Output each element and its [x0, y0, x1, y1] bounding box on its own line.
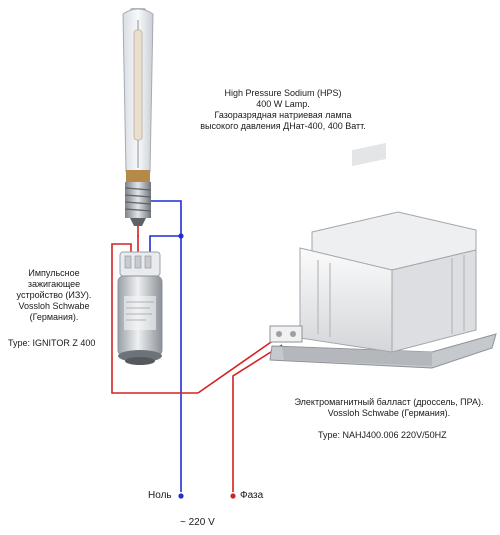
ballast-side	[391, 249, 477, 353]
lamp-description: High Pressure Sodium (HPS) 400 W Lamp. Г…	[178, 88, 388, 132]
ballast-line: Vossloh Schwabe (Германия).	[327, 408, 451, 418]
neutral-terminal-label: Ноль	[148, 490, 172, 501]
lamp-line: High Pressure Sodium (HPS)	[224, 88, 342, 98]
ballast-description: Электромагнитный балласт (дроссель, ПРА)…	[284, 397, 494, 419]
neutral-wire-lamp	[151, 200, 182, 236]
ballast-line: Электромагнитный балласт (дроссель, ПРА)…	[294, 397, 484, 407]
arc-tube	[133, 29, 143, 141]
phase-wire-to-ballast	[197, 339, 275, 394]
neutral-terminal-dot	[178, 493, 184, 499]
lamp-collar	[126, 170, 150, 182]
ignitor-line: (Германия).	[29, 312, 79, 322]
lamp-line: высокого давления ДНат-400, 400 Ватт.	[200, 121, 366, 131]
wires	[111, 200, 283, 492]
ignitor-line: зажигающее	[27, 279, 81, 289]
ballast-device	[269, 142, 497, 369]
lamp-line: Газоразрядная натриевая лампа	[214, 110, 352, 120]
ballast-type: Type: NAHJ400.006 220V/50HZ	[318, 430, 447, 440]
phase-terminal-label: Фаза	[240, 490, 264, 501]
ignitor-type: Type: IGNITOR Z 400	[8, 338, 96, 348]
voltage-label: ~ 220 V	[180, 517, 215, 528]
phase-wire-left	[111, 243, 198, 394]
ignitor-device	[117, 251, 163, 365]
phase-wire-lamp	[137, 226, 139, 237]
lamp-line: 400 W Lamp.	[256, 99, 310, 109]
phase-wire-ballast-down	[232, 344, 283, 492]
ignitor-description: Импульсное зажигающее устройство (ИЗУ). …	[4, 268, 104, 323]
ballast-terminal-block	[269, 325, 303, 343]
neutral-junction	[178, 233, 184, 239]
phase-terminal-dot	[230, 493, 236, 499]
hps-lamp	[122, 8, 154, 226]
ignitor-line: устройство (ИЗУ).	[16, 290, 92, 300]
lamp-base	[124, 182, 152, 226]
neutral-wire-to-ignitor	[149, 235, 181, 252]
ignitor-line: Импульсное	[28, 268, 80, 278]
ignitor-line: Vossloh Schwabe	[18, 301, 90, 311]
